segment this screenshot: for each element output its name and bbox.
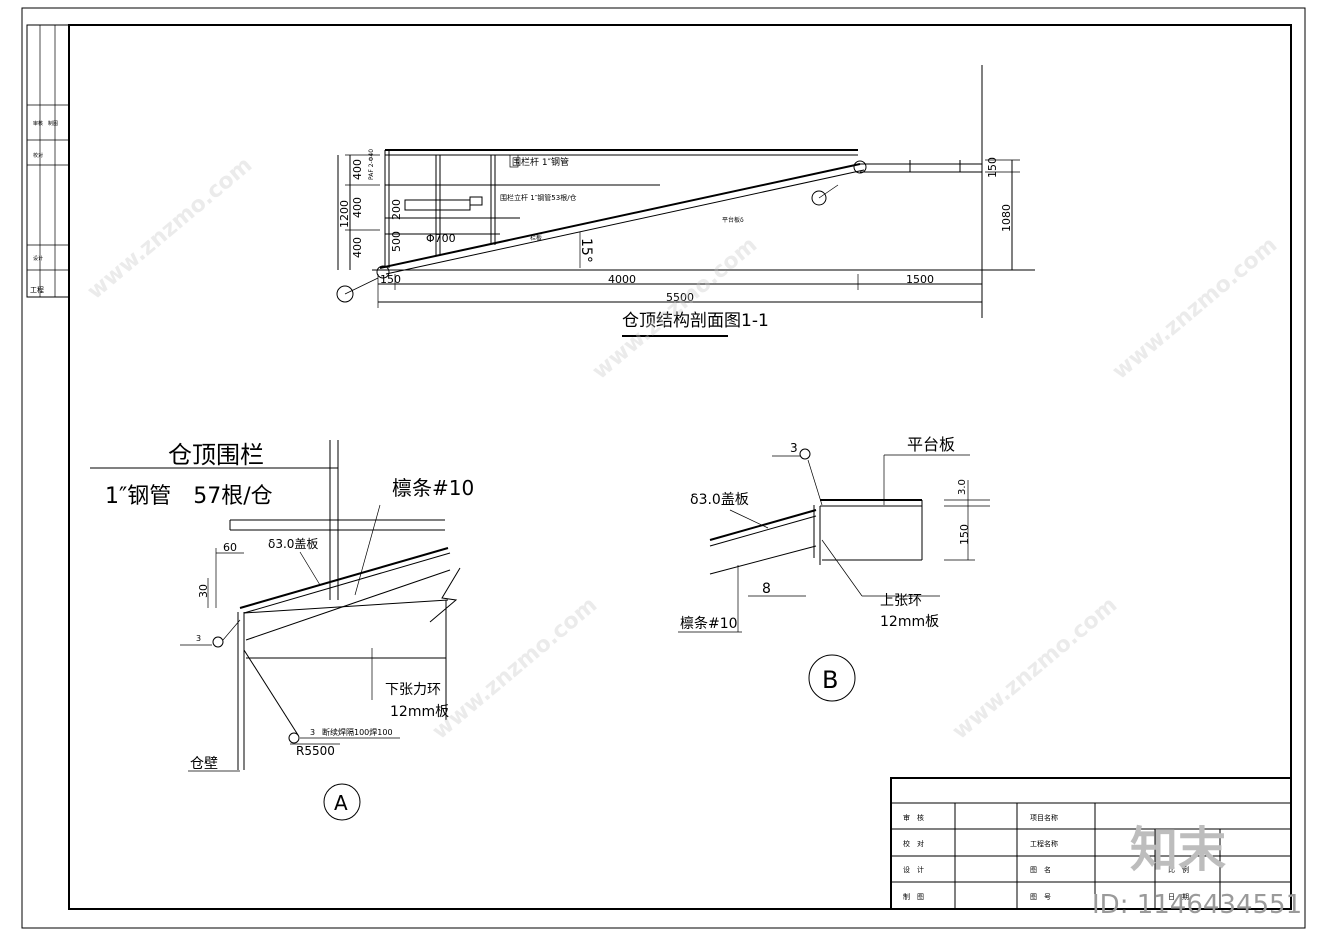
side-cell-4: 制图 [48, 120, 58, 127]
tb-extra-2: 日 期 [1168, 893, 1189, 901]
brand-logo: 知末 [1130, 822, 1226, 878]
vertical-note: PAF 2-Φ40 [368, 149, 375, 180]
label-small-2: 平台板δ [722, 216, 744, 224]
dim-500: 500 [390, 231, 403, 252]
detail-ref-a [336, 285, 354, 303]
badge-a [323, 783, 361, 821]
side-cell-3: 设计 [33, 255, 43, 262]
cover-plate-a: δ3.0盖板 [268, 537, 318, 551]
wall-label: 仓壁 [190, 756, 218, 772]
weld-3-b: 3 [790, 441, 798, 455]
dim-left-total: 1200 [338, 200, 351, 228]
side-cell-5: 工程 [30, 285, 44, 294]
dim-left-3: 400 [351, 237, 364, 258]
image-id: ID: 1146434551 [1092, 890, 1302, 920]
watermark-2: www.znzmo.com [588, 233, 762, 385]
tb-field-3: 图 名 [1030, 865, 1051, 874]
side-cell-1: 审核 [33, 120, 43, 127]
section-title: 仓顶结构剖面图1-1 [622, 311, 769, 331]
tb-role-1: 审 核 [903, 813, 924, 822]
watermark-1: www.znzmo.com [83, 153, 257, 305]
label-rail-top: 围栏杆 1″钢管 [512, 156, 569, 168]
side-cell-2: 校对 [33, 152, 43, 159]
tb-field-1: 项目名称 [1030, 813, 1058, 822]
tb-field-2: 工程名称 [1030, 839, 1058, 848]
dim-bottom-1500: 1500 [906, 273, 934, 286]
detail-ref-b [811, 190, 827, 206]
dim-right-1080: 1080 [1000, 204, 1013, 232]
weld-note: 断续焊隔100焊100 [322, 727, 393, 737]
lower-ring-plate: 12mm板 [390, 704, 449, 720]
radius: R5500 [296, 744, 335, 758]
weld-3b: 3 [310, 728, 315, 737]
label-small-1: 栏板 [530, 234, 542, 242]
cover-plate-b: δ3.0盖板 [690, 492, 749, 508]
tb-field-4: 图 号 [1030, 893, 1051, 901]
section-1-1: 400 400 400 1200 500 200 PAF 2-Φ40 围栏杆 1… [336, 65, 1035, 337]
watermark-4: www.znzmo.com [428, 593, 602, 745]
dim-bottom-total: 5500 [666, 291, 694, 304]
label-rail-post: 围栏立杆 1″钢管53根/仓 [500, 193, 577, 202]
weld-3a: 3 [196, 634, 201, 643]
dim-bottom-4000: 4000 [608, 273, 636, 286]
dim-3-b: 3.0 [957, 479, 968, 495]
lower-ring: 下张力环 [385, 682, 441, 698]
tb-role-2: 校 对 [903, 839, 924, 848]
label-dia: Φ700 [426, 232, 456, 245]
dim-150-b: 150 [958, 524, 971, 545]
upper-ring: 上张环 [880, 593, 922, 609]
dim-bottom-150: 150 [380, 273, 401, 286]
dim-right-150: 150 [986, 157, 999, 178]
tb-extra-1: 比 例 [1168, 865, 1189, 874]
badge-b [808, 654, 856, 702]
watermark-5: www.znzmo.com [948, 593, 1122, 745]
dim-left-1: 400 [351, 159, 364, 180]
dim-left-2: 400 [351, 197, 364, 218]
platform: 平台板 [907, 435, 955, 454]
badge-b-label: B [822, 666, 838, 694]
detail-a-title-1: 仓顶围栏 [168, 441, 264, 469]
watermark-3: www.znzmo.com [1108, 233, 1282, 385]
side-strip: 审核 校对 设计 制图 工程 [26, 24, 70, 298]
dim-60: 60 [223, 541, 237, 554]
tb-role-3: 设 计 [903, 865, 924, 874]
dim-30: 30 [197, 584, 210, 598]
upper-ring-plate: 12mm板 [880, 614, 939, 630]
watermarks: www.znzmo.com www.znzmo.com www.znzmo.co… [83, 153, 1302, 920]
purlin-b: 檩条#10 [680, 615, 738, 632]
dim-200: 200 [390, 199, 403, 220]
purlin-a: 檩条#10 [392, 476, 474, 500]
tb-role-4: 制 图 [903, 892, 924, 901]
detail-b: 3 平台板 δ3.0盖板 8 檩条#10 上张环 12mm板 3.0 150 [678, 435, 990, 702]
detail-a: 仓顶围栏 1″钢管 57根/仓 60 30 δ3.0盖板 檩条#10 [90, 440, 474, 821]
sheet-border-inner [68, 24, 1292, 910]
detail-a-title-2: 1″钢管 57根/仓 [105, 484, 273, 509]
title-block: 审 核 校 对 设 计 制 图 项目名称 工程名称 图 名 图 号 比 例 日 … [890, 777, 1292, 910]
badge-a-label: A [334, 791, 348, 815]
sheet-border-outer [21, 7, 1306, 929]
label-angle: 15° [578, 238, 594, 263]
dim-8: 8 [762, 581, 771, 597]
